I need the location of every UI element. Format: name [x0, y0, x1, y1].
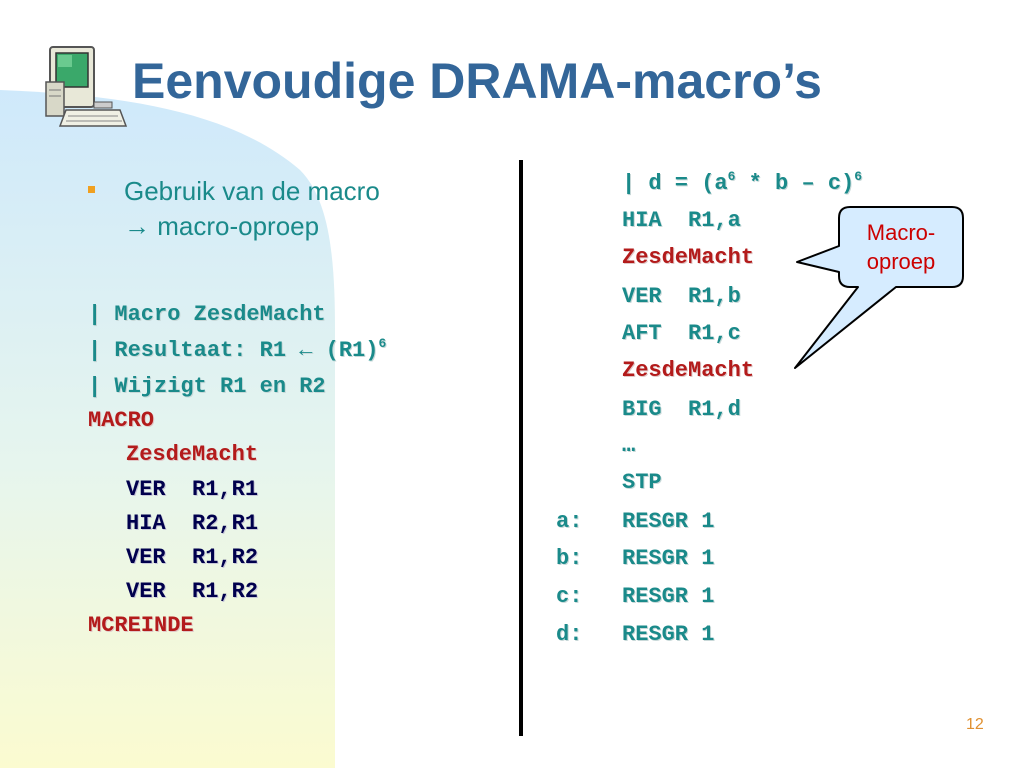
var-label: b:	[556, 546, 583, 571]
code-line-big: BIG R1,d	[622, 397, 741, 422]
var-instr: RESGR 1	[622, 509, 715, 534]
bullet-line-2: → macro-oproep	[124, 209, 380, 244]
bullet-square-icon	[88, 186, 95, 193]
code-line-hia: HIA R1,a	[622, 208, 741, 233]
var-label: d:	[556, 622, 583, 647]
exponent-1: 6	[727, 169, 736, 184]
exponent: 6	[378, 336, 387, 351]
code-ellipsis: …	[622, 433, 636, 458]
code-comment-2-b: (R1)	[312, 338, 379, 363]
callout-label: Macro- oproep	[839, 207, 963, 287]
code-instr-1: VER R1,R1	[126, 477, 259, 502]
page-number: 12	[966, 716, 984, 733]
code-instr-4: VER R1,R2	[126, 579, 259, 604]
code-comment-2-a: | Resultaat: R1	[88, 338, 300, 363]
slide-title: Eenvoudige DRAMA-macro’s	[132, 53, 822, 109]
code-line-aft: AFT R1,c	[622, 321, 741, 346]
macro-call-2: ZesdeMacht	[622, 358, 755, 383]
var-instr: RESGR 1	[622, 622, 715, 647]
var-label: a:	[556, 509, 583, 534]
callout-line-1: Macro-	[866, 220, 936, 245]
macro-call-1: ZesdeMacht	[622, 245, 755, 270]
code-line-stp: STP	[622, 470, 662, 495]
bullet-line-2-text: macro-oproep	[157, 211, 320, 241]
bullet-text: Gebruik van de macro → macro-oproep	[124, 174, 380, 244]
exponent-2: 6	[854, 169, 863, 184]
code-line-ver: VER R1,b	[622, 284, 741, 309]
var-instr: RESGR 1	[622, 546, 715, 571]
macro-name: ZesdeMacht	[126, 442, 259, 467]
left-arrow-icon: ←	[299, 338, 313, 363]
code-instr-3: VER R1,R2	[126, 545, 259, 570]
code-comment-formula: | d = (a6 * b – c)6	[622, 169, 863, 196]
callout-line-2: oproep	[866, 249, 936, 274]
vertical-divider	[519, 160, 523, 736]
formula-part-a: | d = (a	[622, 171, 728, 196]
formula-part-b: * b – c)	[735, 171, 855, 196]
code-instr-2: HIA R2,R1	[126, 511, 259, 536]
computer-icon	[45, 46, 128, 127]
var-instr: RESGR 1	[622, 584, 715, 609]
code-comment-2: | Resultaat: R1 ← (R1)6	[88, 336, 387, 363]
right-arrow-icon: →	[124, 211, 150, 241]
code-comment-1: | Macro ZesdeMacht	[88, 302, 326, 327]
macro-end-keyword: MCREINDE	[88, 613, 194, 638]
var-label: c:	[556, 584, 583, 609]
bullet-line-1: Gebruik van de macro	[124, 176, 380, 206]
code-comment-3: | Wijzigt R1 en R2	[88, 374, 326, 399]
macro-keyword: MACRO	[88, 408, 155, 433]
